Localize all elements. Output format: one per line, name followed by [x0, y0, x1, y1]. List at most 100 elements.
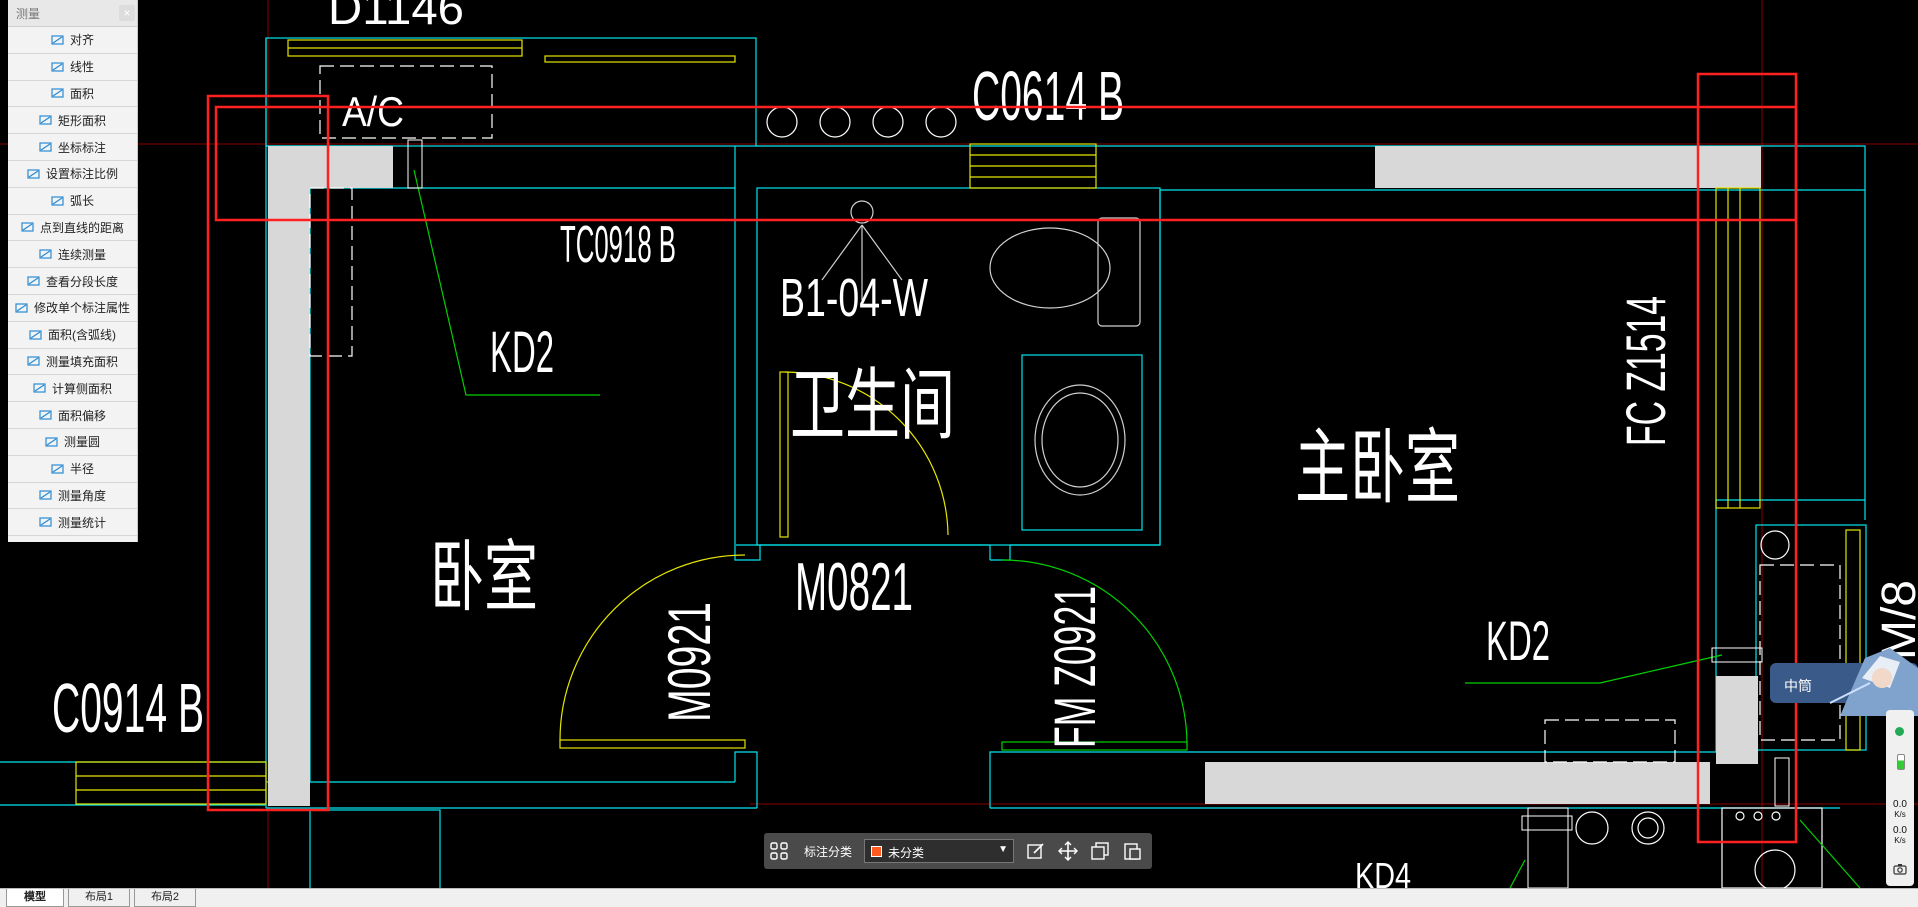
annotation-toolbar: 标注分类 未分类 ▼	[764, 833, 1152, 869]
label-m0821: M0821	[795, 549, 913, 625]
label-bathroom: 卫生间	[790, 361, 955, 449]
tab-layout2[interactable]: 布局2	[134, 889, 196, 907]
fixture-circles	[766, 106, 1823, 888]
label-d1146: D1146	[328, 0, 464, 34]
measure-tool-rect-area[interactable]: 矩形面积	[8, 107, 137, 135]
measure-tool-continuous-measure[interactable]: 连续测量	[8, 241, 137, 269]
measure-tool-point-line-distance[interactable]: 点到直线的距离	[8, 215, 137, 242]
label-b1-04-w: B1-04-W	[780, 268, 928, 328]
measure-tool-label: 面积(含弧线)	[48, 328, 116, 343]
rect-area-icon	[39, 115, 52, 125]
battery-icon	[1897, 754, 1905, 770]
upload-speed: 0.0 K/s	[1886, 800, 1914, 820]
grid-menu-icon[interactable]	[770, 842, 788, 860]
fill-area-icon	[27, 356, 40, 367]
measure-tool-statistics[interactable]: 测量统计	[8, 509, 137, 537]
measure-tool-side-area[interactable]: 计算侧面积	[8, 375, 137, 403]
label-ac: A/C	[342, 88, 404, 135]
scale-icon	[27, 169, 40, 179]
annotation-category-label: 标注分类	[804, 845, 853, 859]
selection-rectangles	[206, 72, 1798, 844]
download-unit: K/s	[1894, 836, 1906, 845]
avatar-label: 中筒	[1784, 678, 1812, 694]
paste-icon[interactable]	[1122, 841, 1142, 861]
measure-tool-label: 测量圆	[63, 435, 100, 450]
move-icon[interactable]	[1058, 841, 1078, 861]
label-c0614b: C0614 B	[972, 57, 1124, 135]
measure-tool-label: 坐标标注	[57, 140, 106, 155]
coordinate-icon	[39, 142, 52, 152]
annotation-category-select[interactable]: 未分类 ▼	[864, 839, 1014, 863]
continuous-measure-icon	[39, 249, 52, 259]
measure-tool-label: 修改单个标注属性	[33, 301, 130, 316]
tab-model[interactable]: 模型	[6, 889, 64, 907]
label-right-edge: M/8	[1873, 580, 1918, 660]
panel-title: 测量	[16, 7, 41, 21]
measure-tool-coordinate[interactable]: 坐标标注	[8, 134, 137, 161]
avatar-image	[1770, 648, 1918, 716]
measure-panel: 测量 × 对齐线性面积矩形面积坐标标注设置标注比例弧长点到直线的距离连续测量查看…	[8, 0, 138, 542]
measure-tool-list: 对齐线性面积矩形面积坐标标注设置标注比例弧长点到直线的距离连续测量查看分段长度修…	[8, 27, 137, 537]
measure-tool-label: 点到直线的距离	[39, 220, 124, 235]
measure-tool-scale[interactable]: 设置标注比例	[8, 161, 137, 188]
measure-tool-label: 查看分段长度	[45, 274, 118, 289]
measure-tool-label: 连续测量	[57, 247, 106, 262]
measure-tool-label: 设置标注比例	[45, 167, 118, 182]
measure-tool-edit-dimension[interactable]: 修改单个标注属性	[8, 295, 137, 322]
edit-icon[interactable]	[1026, 841, 1046, 861]
label-kd2-right: KD2	[1486, 609, 1550, 672]
status-dot-icon	[1895, 727, 1904, 736]
download-speed: 0.0 K/s	[1886, 826, 1914, 846]
measure-tool-label: 弧长	[69, 194, 94, 209]
align-measure-icon	[51, 35, 64, 45]
download-value: 0.0	[1893, 825, 1907, 836]
angle-icon	[39, 490, 52, 501]
door-swings	[559, 371, 1188, 751]
measure-tool-area[interactable]: 面积	[8, 81, 137, 108]
measure-tool-align-measure[interactable]: 对齐	[8, 27, 137, 54]
measure-tool-linear-measure[interactable]: 线性	[8, 54, 137, 81]
measure-tool-arc-area[interactable]: 面积(含弧线)	[8, 322, 137, 349]
windows	[75, 39, 1861, 805]
measure-tool-area-offset[interactable]: 面积偏移	[8, 402, 137, 429]
small-markers	[407, 139, 1790, 888]
layout-tab-bar: 模型 布局1 布局2	[0, 888, 1918, 907]
leader-lines	[413, 169, 1861, 888]
area-icon	[51, 88, 64, 99]
measure-tool-fill-area[interactable]: 测量填充面积	[8, 349, 137, 376]
arc-length-icon	[51, 196, 64, 206]
edit-dimension-icon	[15, 303, 28, 313]
camera-icon[interactable]	[1893, 863, 1907, 875]
cad-drawing-canvas[interactable]: D1146 A/C C0614 B TC0918 B KD2 B1-04-W 卫…	[0, 0, 1918, 888]
radius-icon	[51, 464, 64, 474]
bathroom-fixtures	[821, 200, 1141, 496]
measure-tool-circle-measure[interactable]: 测量圆	[8, 429, 137, 456]
segment-length-icon	[27, 276, 40, 286]
label-fc-z1514: FC Z1514	[1614, 296, 1677, 446]
measure-tool-radius[interactable]: 半径	[8, 456, 137, 483]
panel-close-button[interactable]: ×	[119, 5, 135, 21]
annotation-category-value: 未分类	[888, 846, 925, 860]
measure-tool-label: 半径	[69, 462, 94, 477]
statistics-icon	[39, 517, 52, 527]
measure-tool-label: 矩形面积	[57, 113, 106, 128]
linear-measure-icon	[51, 62, 64, 72]
network-status-strip: 0.0 K/s 0.0 K/s	[1886, 710, 1914, 886]
upload-value: 0.0	[1893, 799, 1907, 810]
upload-unit: K/s	[1894, 810, 1906, 819]
panel-titlebar: 测量 ×	[8, 0, 137, 27]
label-kd2-left: KD2	[490, 320, 554, 385]
copy-icon[interactable]	[1090, 841, 1110, 861]
point-line-distance-icon	[21, 222, 34, 233]
measure-tool-angle[interactable]: 测量角度	[8, 483, 137, 510]
side-area-icon	[33, 383, 46, 393]
area-offset-icon	[39, 410, 52, 420]
avatar-widget[interactable]: 中筒	[1770, 648, 1918, 716]
chevron-down-icon: ▼	[998, 844, 1008, 855]
measure-tool-segment-length[interactable]: 查看分段长度	[8, 268, 137, 295]
measure-tool-label: 面积	[69, 86, 94, 101]
tab-layout1[interactable]: 布局1	[68, 889, 130, 907]
measure-tool-arc-length[interactable]: 弧长	[8, 188, 137, 215]
measure-tool-label: 线性	[69, 60, 94, 75]
measure-tool-label: 面积偏移	[57, 408, 106, 423]
